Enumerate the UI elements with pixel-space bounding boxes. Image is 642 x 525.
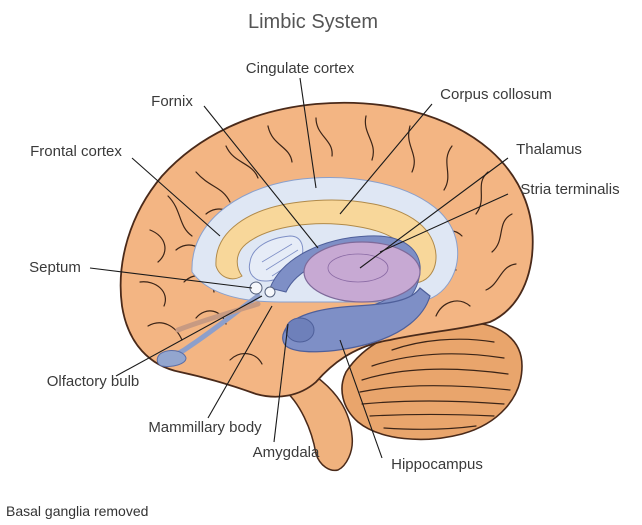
label-thalamus: Thalamus xyxy=(516,141,582,158)
thalamus xyxy=(303,241,421,303)
brainstem xyxy=(280,377,354,472)
thalamus-inner xyxy=(327,253,389,283)
mammillary-body xyxy=(264,286,276,298)
label-septum: Septum xyxy=(29,259,81,276)
olfactory-bulb xyxy=(156,350,187,367)
leader-lines xyxy=(89,77,509,459)
label-hippocampus: Hippocampus xyxy=(391,456,483,473)
footnote: Basal ganglia removed xyxy=(6,503,148,519)
label-mammillary-body: Mammillary body xyxy=(148,419,262,436)
amygdala xyxy=(285,317,315,343)
label-cingulate-cortex: Cingulate cortex xyxy=(246,60,355,77)
label-frontal-cortex: Frontal cortex xyxy=(30,143,122,160)
label-corpus-collosum: Corpus collosum xyxy=(440,86,552,103)
diagram-title: Limbic System xyxy=(248,11,378,33)
label-stria-terminalis: Stria terminalis xyxy=(520,181,619,198)
anterior-commissure xyxy=(175,301,261,333)
cerebellum xyxy=(341,321,523,441)
hippocampus xyxy=(282,287,431,353)
label-amygdala: Amygdala xyxy=(253,444,320,461)
label-fornix: Fornix xyxy=(151,93,193,110)
label-olfactory-bulb: Olfactory bulb xyxy=(47,373,140,390)
